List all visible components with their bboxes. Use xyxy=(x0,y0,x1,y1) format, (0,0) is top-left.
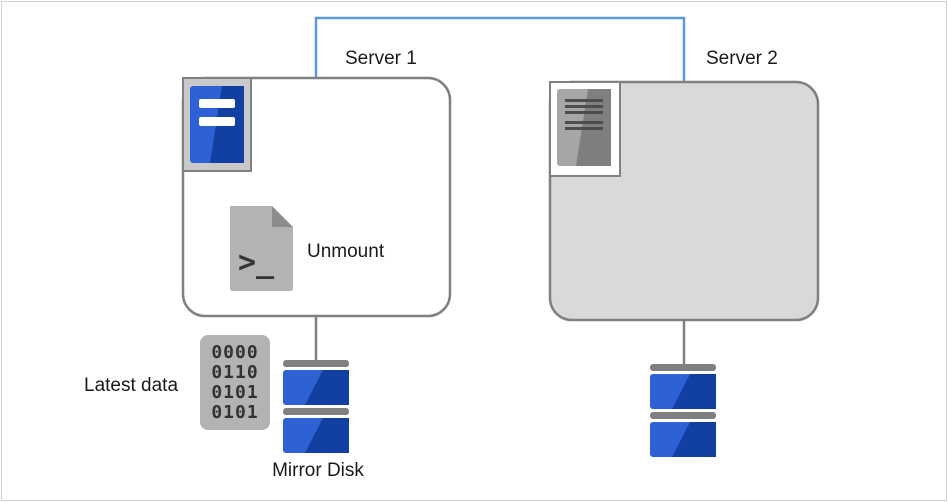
data-row: 0110 xyxy=(211,362,258,383)
latest-data-label: Latest data xyxy=(84,375,178,396)
data-row: 0101 xyxy=(211,382,258,403)
data-row: 0000 xyxy=(211,342,258,363)
mirror-disk-1-icon[interactable] xyxy=(283,360,349,453)
latest-data-card: 0000 0110 0101 0101 xyxy=(200,335,270,430)
interconnect-line xyxy=(314,16,686,82)
server2-standby-icon xyxy=(549,81,621,177)
server1-label: Server 1 xyxy=(345,48,417,69)
server1-active-icon xyxy=(182,77,252,172)
script-icon: >_ xyxy=(230,206,293,291)
mirror-disk-2-icon[interactable] xyxy=(650,364,716,457)
data-row: 0101 xyxy=(211,402,258,423)
server2-label: Server 2 xyxy=(706,48,778,69)
unmount-label: Unmount xyxy=(307,241,385,262)
mirror-disk-label: Mirror Disk xyxy=(272,460,364,481)
script-glyph: >_ xyxy=(238,245,275,280)
